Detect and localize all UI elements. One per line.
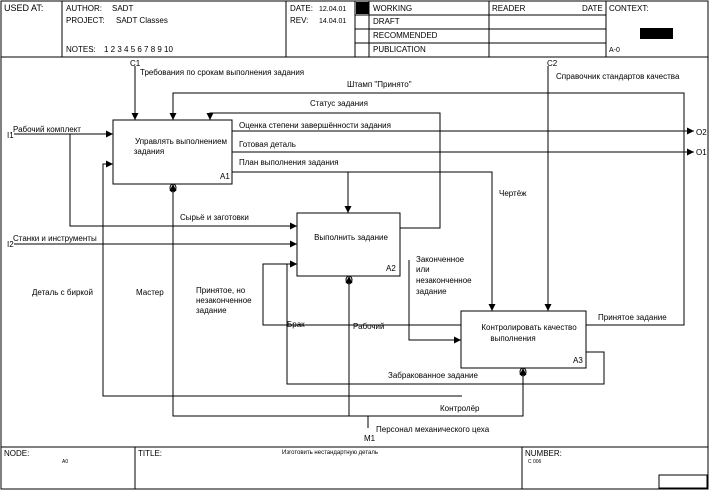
box-a3-node: A3 xyxy=(573,356,583,365)
activity-box-a2[interactable]: Выполнить задание A2 xyxy=(296,212,401,277)
label-accepted-unfinished-2: незаконченное xyxy=(196,296,252,305)
label-defect: Брак xyxy=(287,320,305,329)
status-draft: DRAFT xyxy=(373,17,400,26)
label-rejected-task: Забракованное задание xyxy=(388,371,478,380)
node-value: A0 xyxy=(62,459,68,465)
tunnel-markers xyxy=(169,183,527,377)
date-label: DATE: xyxy=(290,4,313,13)
context-label: CONTEXT: xyxy=(609,4,649,13)
diagram-title: Изготовить нестандартную деталь xyxy=(282,450,378,456)
status-publication: PUBLICATION xyxy=(373,45,426,54)
label-part-with-tag: Деталь с биркой xyxy=(32,288,93,297)
box-a1-title-line2: задания xyxy=(134,147,164,156)
project-value: SADT Classes xyxy=(116,16,168,25)
label-raw-materials: Сырьё и заготовки xyxy=(180,213,249,222)
label-accepted-unfinished-3: задание xyxy=(196,306,227,315)
label-c1-deadlines: Требования по срокам выполнения задания xyxy=(140,68,304,77)
label-c2-quality-standards: Справочник стандартов качества xyxy=(556,72,680,81)
label-master: Мастер xyxy=(136,288,164,297)
label-controller: Контролёр xyxy=(440,404,480,413)
label-finished-or-unfinished-2: или xyxy=(416,265,430,274)
label-finished-or-unfinished-1: Законченное xyxy=(416,255,465,264)
label-worker: Рабочий xyxy=(353,322,384,331)
label-drawing: Чертёж xyxy=(499,189,527,198)
rev-value: 14.04.01 xyxy=(319,18,346,25)
label-accepted-unfinished-1: Принятое, но xyxy=(196,286,246,295)
label-finished-part: Готовая деталь xyxy=(239,140,296,149)
project-label: PROJECT: xyxy=(66,16,105,25)
number-value: С 006 xyxy=(528,459,542,465)
label-completion-estimate: Оценка степени завершённости задания xyxy=(239,121,391,130)
label-accepted-stamp: Штамп "Принято" xyxy=(347,80,412,89)
box-a2-title: Выполнить задание xyxy=(314,233,388,242)
label-work-kit: Рабочий комплект xyxy=(13,125,81,134)
status-working: WORKING xyxy=(373,4,412,13)
tunnel-i1: I1 xyxy=(7,131,14,140)
tunnel-i2: I2 xyxy=(7,240,14,249)
tunnel-m1: M1 xyxy=(364,434,376,443)
notes-label: NOTES: xyxy=(66,45,96,54)
rev-label: REV: xyxy=(290,16,308,25)
box-a3-title-line2: выполнения xyxy=(490,334,535,343)
date-value: 12.04.01 xyxy=(319,6,346,13)
label-workshop-personnel: Персонал механического цеха xyxy=(376,425,490,434)
label-machines-tools: Станки и инструменты xyxy=(13,234,97,243)
author-label: AUTHOR: xyxy=(66,4,102,13)
label-finished-or-unfinished-4: задание xyxy=(416,287,447,296)
node-label: NODE: xyxy=(4,449,29,458)
context-node-marker xyxy=(640,28,673,39)
activity-box-a1[interactable]: Управлять выполнением задания A1 xyxy=(112,119,233,185)
number-label: NUMBER: xyxy=(525,449,562,458)
working-status-marker xyxy=(356,2,369,14)
label-execution-plan: План выполнения задания xyxy=(239,158,339,167)
box-a1-node: A1 xyxy=(220,172,230,181)
activity-box-a3[interactable]: Контролировать качество выполнения A3 xyxy=(460,310,587,369)
title-label: TITLE: xyxy=(138,449,162,458)
context-node: A-0 xyxy=(609,47,620,54)
box-a2-node: A2 xyxy=(386,264,396,273)
notes-value: 1 2 3 4 5 6 7 8 9 10 xyxy=(104,45,173,54)
tunnel-c1: C1 xyxy=(130,59,141,68)
used-at-label: USED AT: xyxy=(4,3,43,13)
reader-label: READER xyxy=(492,4,526,13)
label-task-status: Статус задания xyxy=(310,99,368,108)
tunnel-o1: O1 xyxy=(696,148,707,157)
box-a3-title-line1: Контролировать качество xyxy=(481,323,577,332)
tunnel-c2: C2 xyxy=(547,59,558,68)
footer-frame xyxy=(1,446,708,489)
label-finished-or-unfinished-3: незаконченное xyxy=(416,276,472,285)
status-recommended: RECOMMENDED xyxy=(373,31,438,40)
box-a1-title-line1: Управлять выполнением xyxy=(135,137,227,146)
label-accepted-task: Принятое задание xyxy=(598,313,667,322)
author-value: SADT xyxy=(112,4,133,13)
reader-date-label: DATE xyxy=(582,4,603,13)
tunnel-o2: O2 xyxy=(696,128,707,137)
